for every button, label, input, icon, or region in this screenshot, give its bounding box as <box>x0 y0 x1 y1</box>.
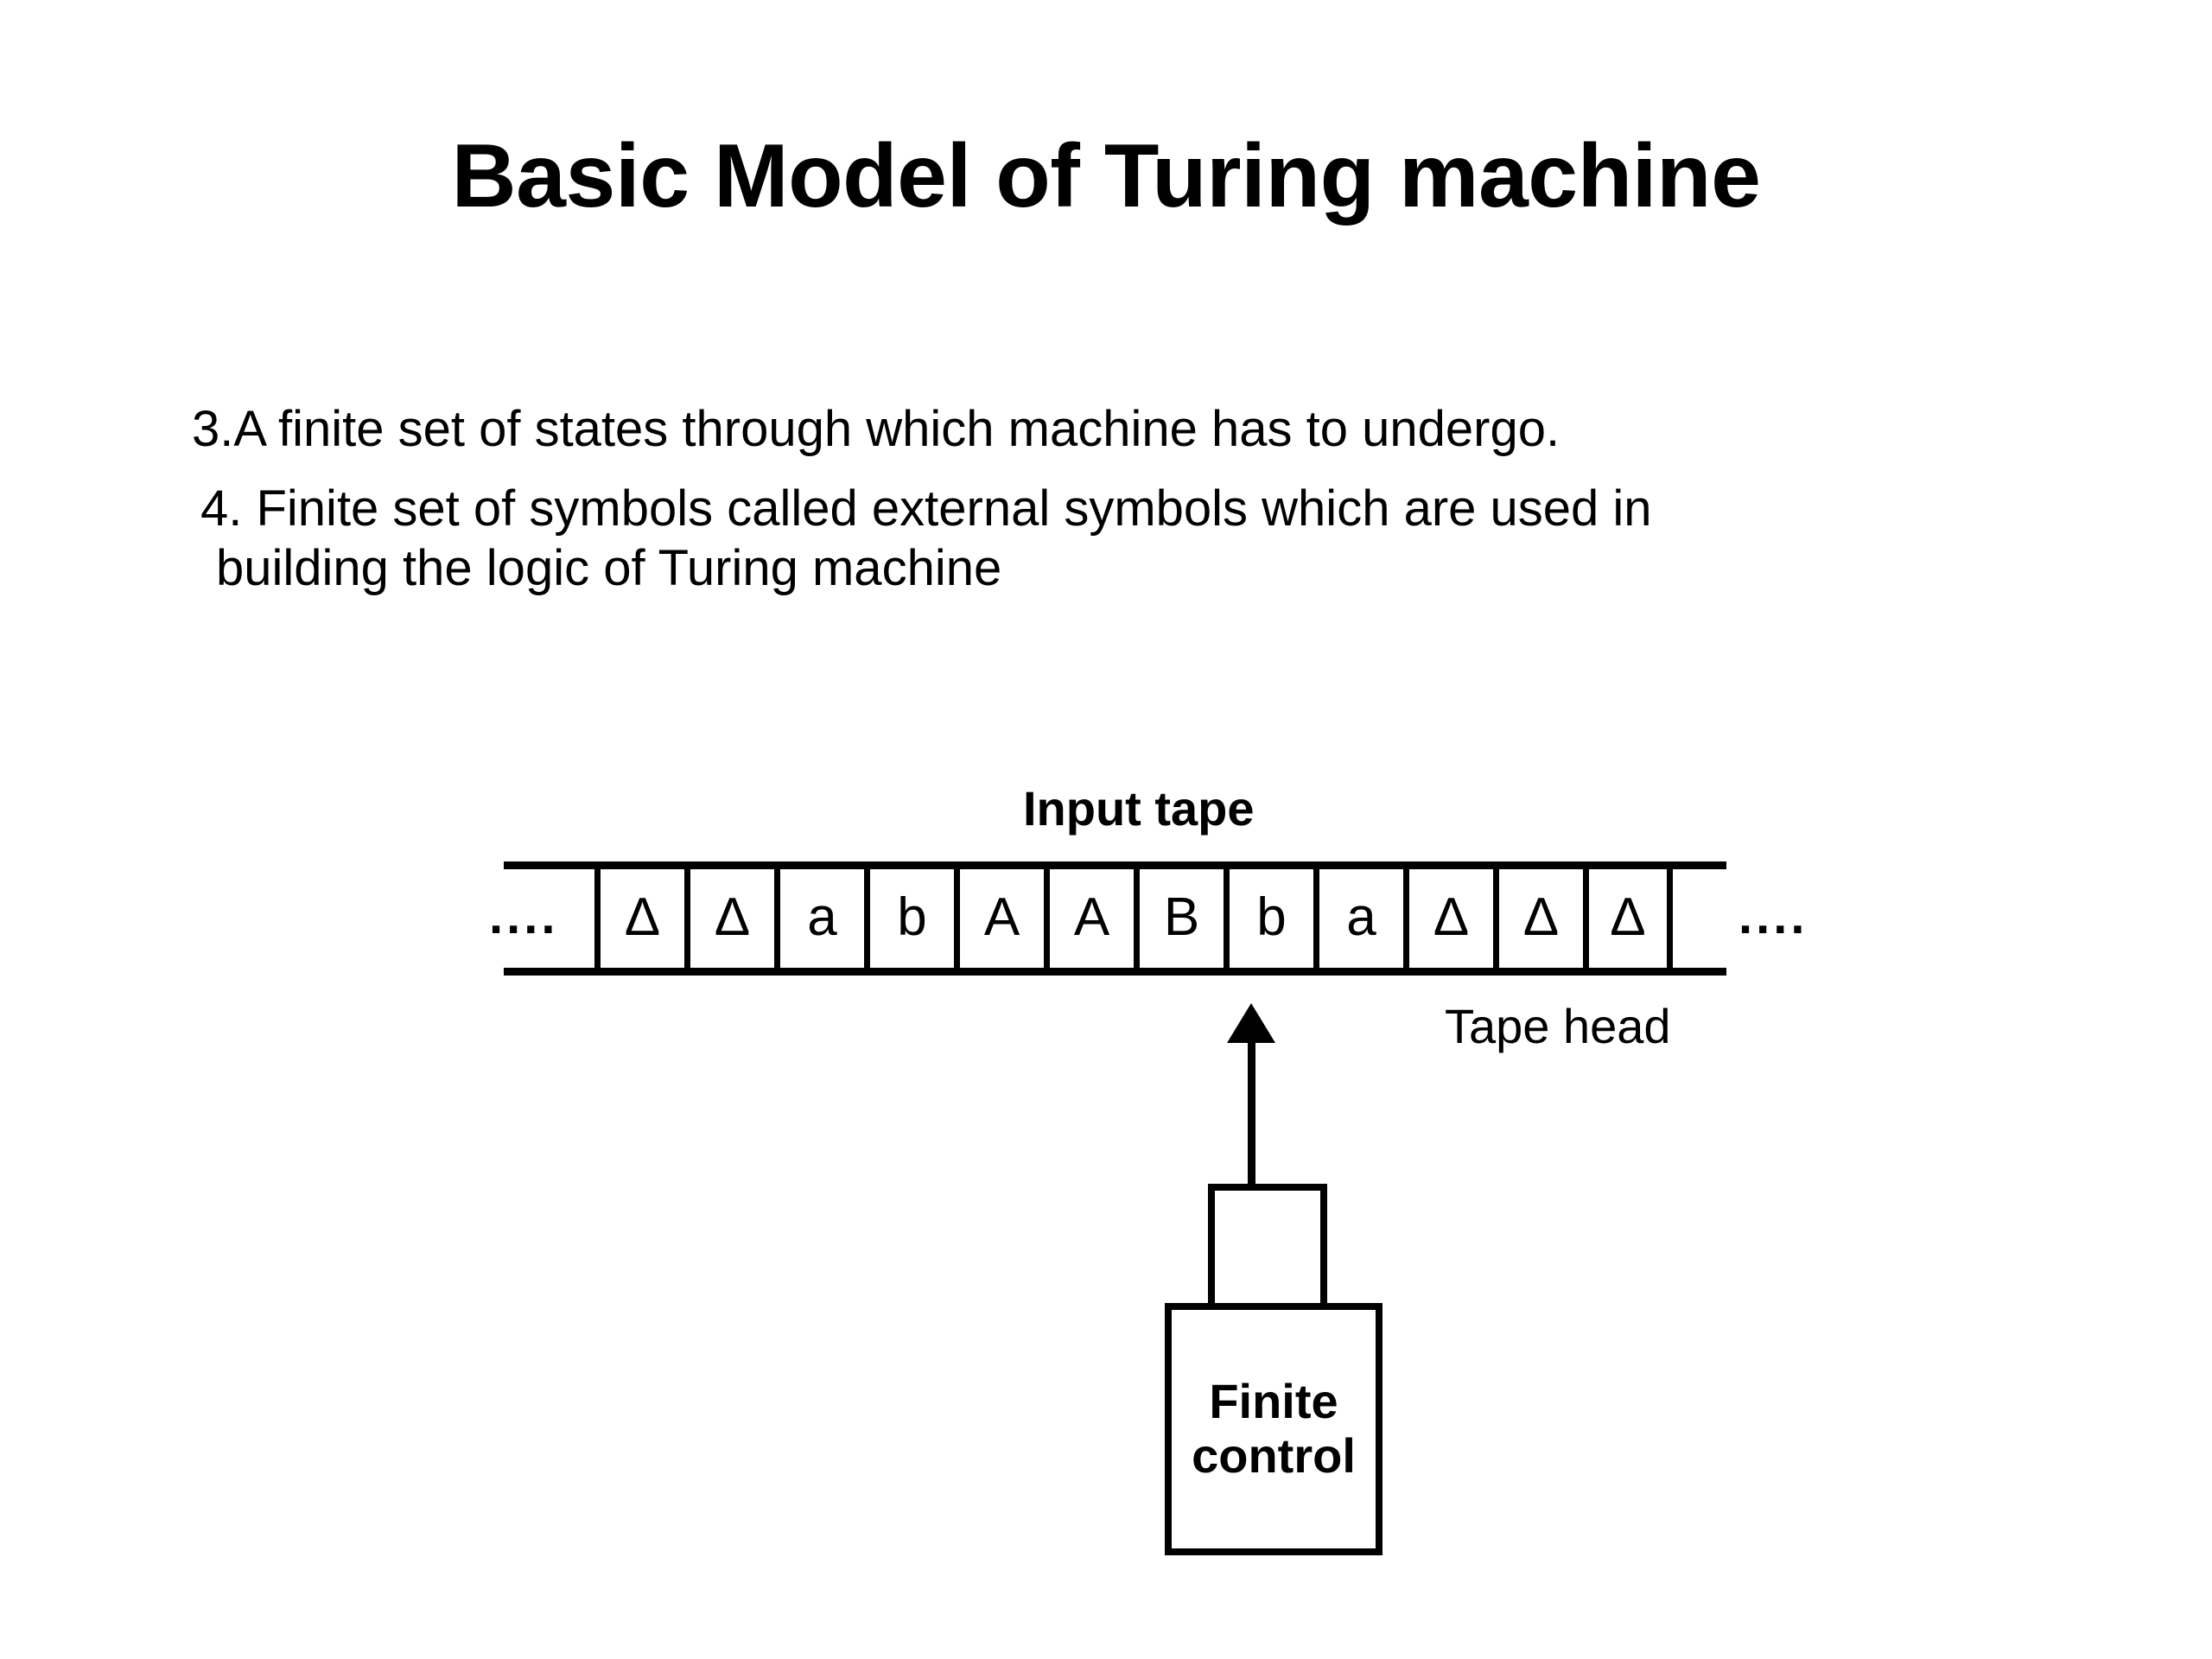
body-line-4: 4. Finite set of symbols called external… <box>200 480 1652 537</box>
tape-cell: Δ <box>594 867 684 969</box>
tape-cell: b <box>864 867 954 969</box>
tape-head-arrow-shaft <box>1248 1034 1255 1188</box>
tape-head-box <box>1208 1184 1327 1305</box>
tape-cell: Δ <box>1403 867 1493 969</box>
tape-head-arrow-tip <box>1227 1003 1275 1043</box>
finite-control-label-line2: control <box>1192 1428 1356 1483</box>
finite-control-label-line1: Finite <box>1209 1374 1338 1429</box>
body-line-3: 3.A finite set of states through which m… <box>192 401 1560 457</box>
tape-cell: a <box>774 867 864 969</box>
tape-cell: A <box>1044 867 1134 969</box>
tape-head-label: Tape head <box>1445 999 1671 1053</box>
tape-ellipsis-left: .... <box>489 888 559 944</box>
tape-cell: A <box>954 867 1044 969</box>
finite-control-box: Finite control <box>1165 1303 1382 1555</box>
tape-rail-bottom <box>504 968 1726 976</box>
tape-cell: Δ <box>684 867 774 969</box>
tape-cell: b <box>1224 867 1313 969</box>
body-line-4-continued: building the logic of Turing machine <box>216 540 1002 597</box>
tape-ellipsis-right: .... <box>1738 888 1808 944</box>
tape-rail-top <box>504 861 1726 869</box>
tape-cell: Δ <box>1583 867 1673 969</box>
tape-cell: a <box>1313 867 1403 969</box>
tape-cell: B <box>1134 867 1224 969</box>
tape-cell: Δ <box>1493 867 1583 969</box>
input-tape-label: Input tape <box>1023 781 1255 836</box>
body-text-block: 3.A finite set of states through which m… <box>192 399 2075 599</box>
page-title: Basic Model of Turing machine <box>451 126 1761 226</box>
